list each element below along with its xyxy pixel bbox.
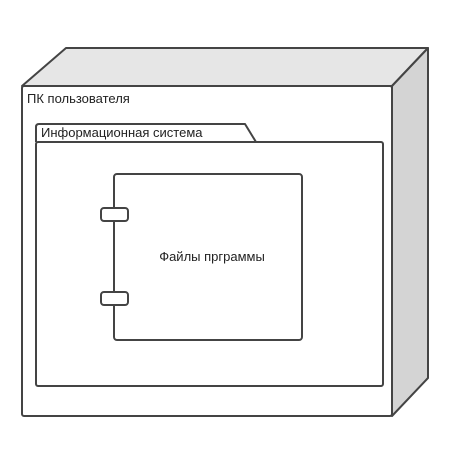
component-program-files[interactable]: Файлы прграммы xyxy=(100,173,303,341)
package-label: Информационная система xyxy=(41,125,203,140)
component-port-top xyxy=(100,207,129,222)
node-side-face xyxy=(391,47,429,417)
component-label: Файлы прграммы xyxy=(159,249,265,264)
node-label: ПК пользователя xyxy=(27,91,130,106)
component-port-bottom xyxy=(100,291,129,306)
node-top-face xyxy=(21,47,429,87)
package-tab xyxy=(35,123,257,143)
component-body xyxy=(113,173,303,341)
